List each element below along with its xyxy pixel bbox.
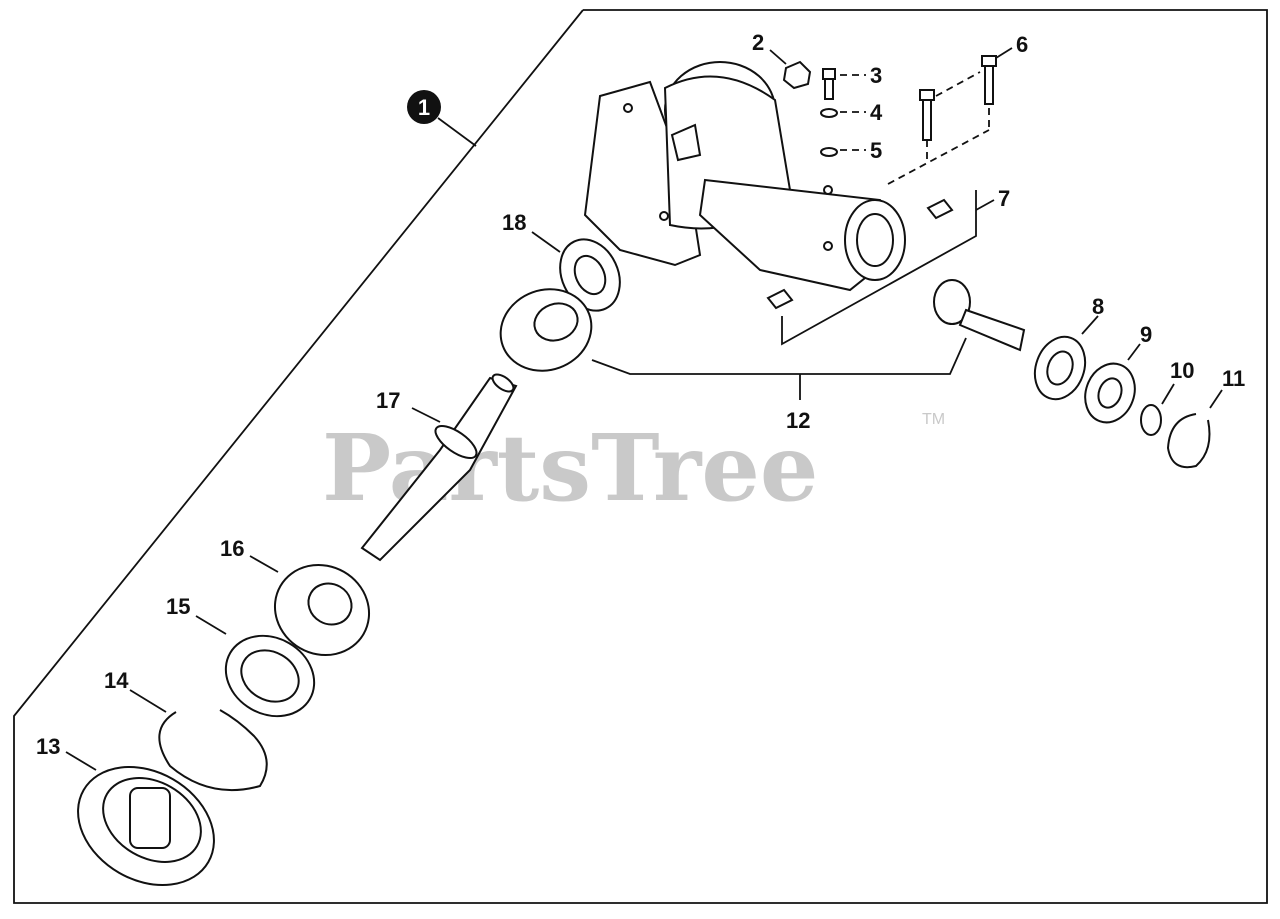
leader-14 [129, 689, 167, 713]
part-18-bearing[interactable] [549, 230, 631, 321]
callout-6[interactable]: 6 [1016, 32, 1028, 57]
svg-text:1: 1 [418, 95, 430, 120]
callout-11[interactable]: 11 [1222, 366, 1245, 391]
bracket-12 [591, 337, 967, 375]
part-12-bevel-gear[interactable] [489, 277, 603, 384]
leader-15 [195, 615, 227, 635]
callout-2[interactable]: 2 [752, 30, 764, 55]
part-16-bearing[interactable] [258, 548, 385, 672]
part-2-bolt[interactable] [782, 60, 812, 90]
callout-9[interactable]: 9 [1140, 322, 1152, 347]
part-8-bearing[interactable] [1027, 330, 1094, 407]
leader-10 [1161, 383, 1175, 405]
leader-1 [437, 117, 477, 147]
leader-17 [411, 407, 441, 423]
part-12-pinion-gear[interactable] [933, 279, 1026, 352]
callout-10[interactable]: 10 [1170, 358, 1194, 383]
callout-8[interactable]: 8 [1092, 294, 1104, 319]
part-13-cover[interactable] [57, 743, 236, 909]
leader-13 [65, 751, 97, 771]
leader-6d [887, 129, 990, 185]
callout-7[interactable]: 7 [998, 186, 1010, 211]
frame-outline [13, 9, 1268, 904]
gear-housing[interactable] [583, 61, 906, 292]
callout-13[interactable]: 13 [36, 734, 60, 759]
part-5-washer[interactable] [820, 147, 838, 157]
callout-5[interactable]: 5 [870, 138, 882, 163]
leader-9 [1127, 343, 1141, 361]
leader-16 [249, 555, 279, 573]
callout-17[interactable]: 17 [376, 388, 400, 413]
leader-8 [1081, 315, 1099, 335]
leader-6a [935, 71, 981, 97]
part-4-washer[interactable] [820, 108, 838, 118]
part-11-circlip[interactable] [1166, 413, 1211, 469]
callout-14[interactable]: 14 [104, 668, 129, 693]
callout-3[interactable]: 3 [870, 63, 882, 88]
part-3-screw[interactable] [822, 68, 836, 100]
leader-7 [975, 199, 995, 211]
leader-6 [995, 47, 1013, 59]
callout-4[interactable]: 4 [870, 100, 883, 125]
part-6-screws[interactable] [919, 55, 997, 141]
callout-16[interactable]: 16 [220, 536, 244, 561]
part-17-shaft[interactable] [360, 371, 518, 562]
part-9-bearing[interactable] [1077, 357, 1143, 430]
bracket-7 [781, 190, 977, 346]
part-14-circlip[interactable] [158, 709, 268, 792]
callout-12[interactable]: 12 [786, 408, 810, 433]
callout-15[interactable]: 15 [166, 594, 190, 619]
watermark-tm: TM [922, 411, 945, 428]
part-10-snap-ring[interactable] [1140, 404, 1162, 436]
callout-18[interactable]: 18 [502, 210, 526, 235]
part-15-washer-plate[interactable] [211, 620, 329, 732]
leader-2 [769, 49, 787, 65]
part-7-plates[interactable] [766, 198, 954, 310]
leader-11 [1209, 389, 1223, 409]
assembly-marker-1[interactable]: 1 [407, 90, 441, 124]
leader-18 [531, 231, 561, 253]
